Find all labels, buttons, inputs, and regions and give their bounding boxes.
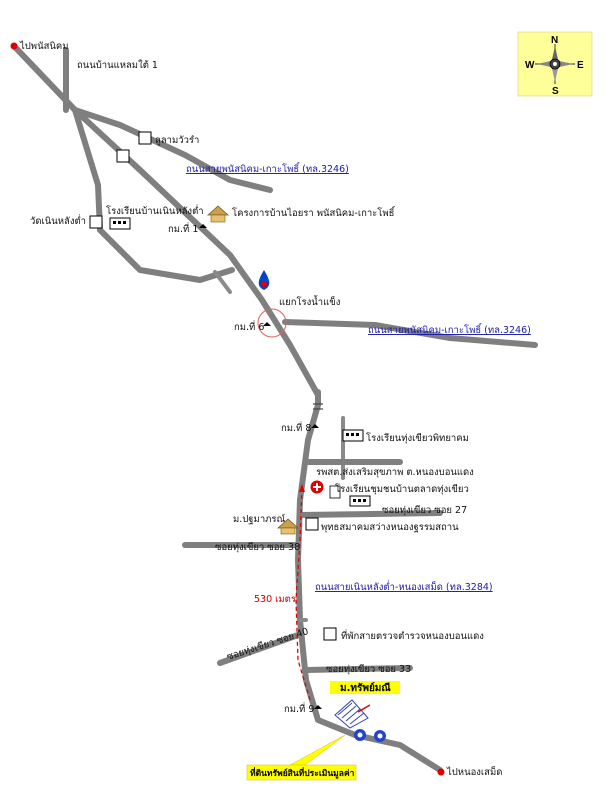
label-junction: แยกโรงน้ำแข็ง (279, 295, 340, 308)
compass-s: S (552, 86, 559, 97)
label-to-nongsamak: ไปหนองเสม็ด (446, 765, 502, 778)
road-upper-right (72, 107, 273, 193)
property-site-icon (334, 699, 386, 742)
compass-w: W (525, 60, 535, 71)
place-square-icon (138, 131, 152, 145)
label-hospital: รพสต.ส่งเสริมสุขภาพ ต.หนองบอนแดง (316, 467, 474, 478)
label-soi33: ซอยทุ่งเขียว ซอย 33 (326, 663, 411, 675)
school-house-icon (276, 518, 300, 535)
road-3246-east (282, 319, 538, 348)
label-road-3284: ถนนสายเนินหลังต่ำ-หนองเสม็ด (ทล.3284) (315, 580, 493, 593)
label-temple-center: พุทธสมาคมสว่างหนองฐรรมสถาน (321, 522, 459, 533)
km6-marker-icon (263, 322, 271, 326)
label-sala: ลูลามวัวรำ (155, 135, 199, 146)
label-school-municipal: โรงเรียนชุมชนบ้านตลาดทุ่งเขียว (335, 483, 469, 495)
label-village: ม.ทรัพย์มณี (340, 682, 391, 694)
road-soi40 (217, 632, 301, 666)
label-school-thungkhiao: โรงเรียนทุ่งเขียวพิทยาคม (366, 432, 469, 444)
road-network (11, 43, 538, 773)
label-school-pruksa: ม.ปฐมาภรณ์ (233, 513, 286, 525)
label-to-phanom: ไปพนัสนิคม (19, 40, 68, 52)
road-soi27 (297, 510, 443, 518)
site-callout (246, 764, 357, 781)
label-site: ที่ดินทรัพย์สินที่ประเมินมูลค่า (250, 766, 355, 779)
school-icon (342, 429, 364, 442)
distance-label: 530 เมตร (254, 594, 296, 605)
compass-e: E (577, 60, 584, 71)
compass-n: N (551, 35, 558, 46)
school-icon (109, 217, 131, 230)
label-police: ที่พักสายตรวจตำรวจหนองบอนแดง (341, 629, 484, 642)
label-road-3246-b: ถนนสายพนัสนิคม-เกาะโพธิ์ (ทล.3246) (368, 322, 531, 336)
place-square-icon (116, 149, 130, 163)
km1-marker-icon (199, 224, 207, 228)
school-icon (349, 495, 371, 507)
km8-marker-icon (311, 424, 319, 428)
label-km8: กม.ที่ 8 (281, 421, 311, 434)
project-house-icon (206, 205, 230, 223)
label-wat-noen-lam: วัดเนินหลังต่ำ (30, 214, 86, 227)
temple-square-icon (305, 517, 319, 531)
label-km6: กม.ที่ 6 (234, 320, 264, 333)
km9-marker-icon (314, 705, 322, 709)
road-soi33 (303, 665, 413, 673)
police-square-icon (323, 627, 337, 641)
label-ban-laem-tai: ถนนบ้านแหลมใต้ 1 (77, 59, 158, 71)
compass-rose: N S E W (517, 31, 593, 97)
gas-station-icon (258, 270, 270, 290)
road-left-loop (72, 107, 235, 283)
label-km9: กม.ที่ 9 (284, 702, 314, 715)
label-road-3246-a: ถนนสายพนัสนิคม-เกาะโพธิ์ (ทล.3246) (186, 161, 349, 175)
main-road (11, 43, 443, 773)
callout-pointer (289, 734, 346, 766)
end-marker-icon (437, 768, 445, 776)
label-project: โครงการบ้านไอยรา พนัสนิคม-เกาะโพธิ์ (232, 205, 396, 219)
village-highlight (330, 681, 400, 694)
building-icon (329, 485, 341, 499)
junction-circle (257, 308, 287, 338)
label-soi27: ซอยทุ่งเขียว ซอย 27 (382, 504, 467, 516)
hospital-icon (310, 480, 324, 494)
label-km1: กม.ที่ 1 (168, 222, 198, 235)
start-marker-icon (10, 42, 18, 50)
label-soi38: ซอยทุ่งเขียว ซอย 38 (215, 541, 300, 553)
label-school-noen-lam: โรงเรียนบ้านเนินหลังต่ำ (106, 204, 204, 217)
temple-square-icon (89, 215, 103, 229)
distance-route: 530 เมตร (254, 484, 311, 701)
